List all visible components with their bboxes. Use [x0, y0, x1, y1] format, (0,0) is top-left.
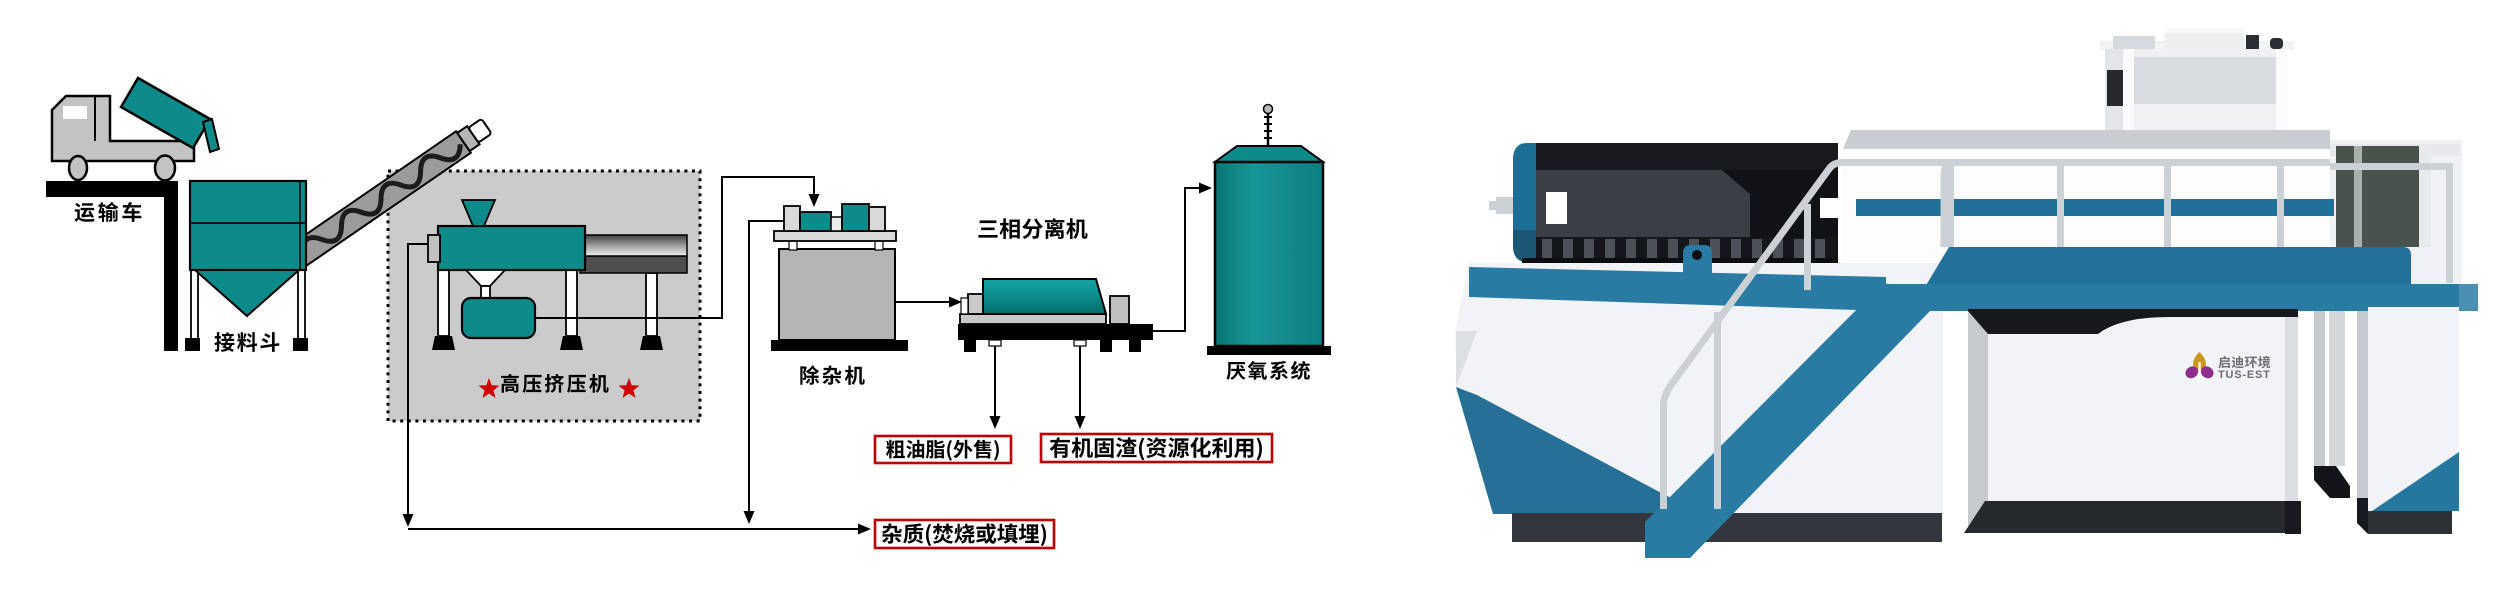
svg-text:TUS-EST: TUS-EST	[2218, 369, 2271, 381]
